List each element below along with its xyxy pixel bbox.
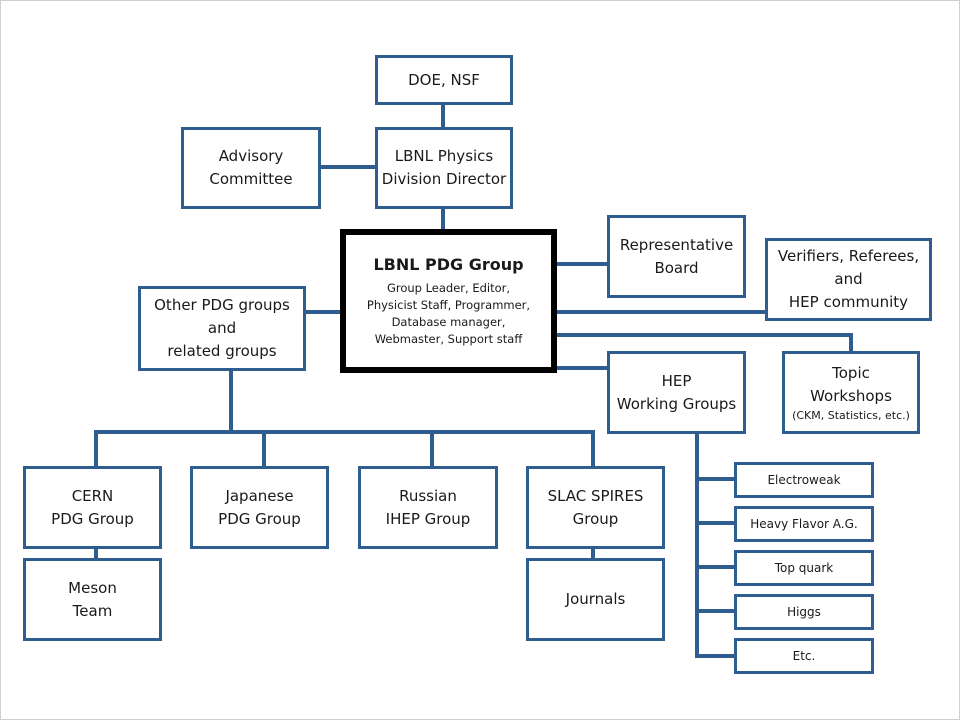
topic-workshops-box: Topic Workshops (CKM, Statistics, etc.) [782,351,920,434]
lbnl-pdg-group-box: LBNL PDG Group Group Leader, Editor, Phy… [340,229,557,373]
pdg-group-title: LBNL PDG Group [373,255,524,274]
etc-box: Etc. [734,638,874,674]
box-label-line: Team [72,601,113,620]
box-label-line: Japanese [225,486,294,505]
box-label: Etc. [792,649,816,663]
pdg-staff-line: Physicist Staff, Programmer, [366,298,531,312]
heavy-flavor-box: Heavy Flavor A.G. [734,506,874,542]
box-label-line: Board [654,258,699,277]
box-label-line: Advisory [218,147,284,165]
box-label-line: HEP [661,371,692,390]
other-pdg-groups-box: Other PDG groups and related groups [138,286,306,371]
box-label: DOE, NSF [408,70,480,89]
box-label-line: Workshops [810,387,892,405]
box-label: Higgs [787,605,821,619]
russian-ihep-group-box: Russian IHEP Group [358,466,498,549]
funding-agency-box: DOE, NSF [375,55,513,105]
box-label: Electroweak [767,473,841,487]
box-label-line: and [834,270,863,288]
box-label-line: Representative [619,235,734,254]
pdg-staff-line: Webmaster, Support staff [374,332,523,346]
box-label-line: LBNL Physics [394,147,494,165]
hep-working-groups-box: HEP Working Groups [607,351,746,434]
electroweak-box: Electroweak [734,462,874,498]
pdg-staff-line: Database manager, [391,315,506,329]
box-label-line: Topic [832,364,870,382]
higgs-box: Higgs [734,594,874,630]
box-label: Journals [565,590,626,608]
box-label-line: Working Groups [616,394,737,413]
pdg-staff-line: Group Leader, Editor, [386,281,511,295]
box-label-line: IHEP Group [385,509,471,528]
slac-spires-group-box: SLAC SPIRES Group [526,466,665,549]
box-label-line: Group [572,509,619,528]
box-label-line: HEP community [788,293,909,311]
box-label-line: Russian [399,486,457,505]
journals-box: Journals [526,558,665,641]
box-label-line: PDG Group [51,509,134,528]
box-label-line: and [207,319,237,337]
verifiers-box: Verifiers, Referees, and HEP community [765,238,932,321]
box-label-line: Verifiers, Referees, [777,247,920,265]
cern-pdg-group-box: CERN PDG Group [23,466,162,549]
box-label-line: Meson [68,578,117,597]
representative-board-box: Representative Board [607,215,746,298]
box-label-line: SLAC SPIRES [547,486,644,505]
box-label: Top quark [774,561,834,575]
advisory-committee-box: Advisory Committee [181,127,321,209]
box-label-line: Division Director [381,170,507,188]
box-label-line: related groups [167,342,277,360]
box-label-line: Committee [209,170,293,188]
top-quark-box: Top quark [734,550,874,586]
box-label-line: (CKM, Statistics, etc.) [792,409,910,422]
box-label: Heavy Flavor A.G. [750,517,858,531]
japanese-pdg-group-box: Japanese PDG Group [190,466,329,549]
division-director-box: LBNL Physics Division Director [375,127,513,209]
box-label-line: PDG Group [218,509,301,528]
box-label-line: Other PDG groups [154,296,290,314]
box-label-line: CERN [71,486,114,505]
meson-team-box: Meson Team [23,558,162,641]
